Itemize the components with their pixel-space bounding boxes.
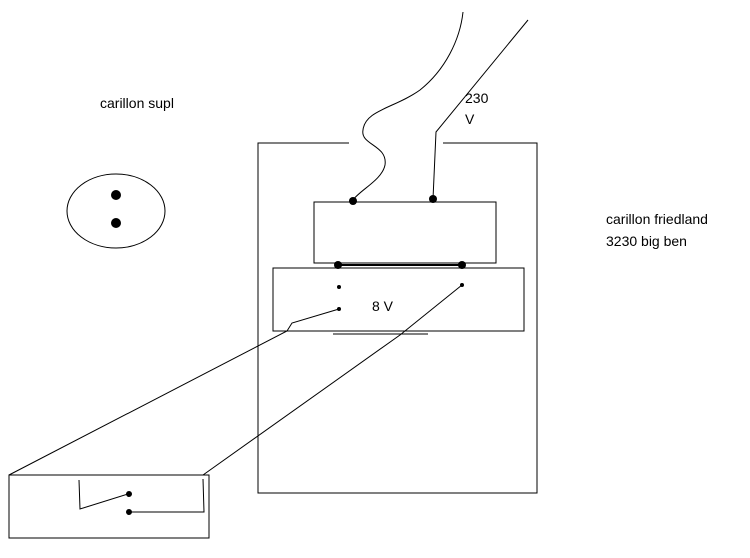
low-voltage-wiring xyxy=(8,284,463,476)
mains-wire-left xyxy=(352,11,464,201)
mains-wire-right xyxy=(432,19,529,200)
transformer-primary-block xyxy=(313,201,497,264)
housing-outline xyxy=(257,142,538,494)
device-name-line-1: carillon friedland xyxy=(606,211,708,227)
transformer-secondary-block xyxy=(272,267,525,332)
bell-wire-left xyxy=(8,308,340,476)
chime-terminal-top xyxy=(111,190,121,200)
push-button-switch xyxy=(8,474,210,539)
voltage-8v-label: 8 V xyxy=(372,298,394,314)
voltage-230-label: 230 xyxy=(465,90,489,106)
switch-box-outline xyxy=(8,474,210,539)
supplementary-chime xyxy=(66,173,166,249)
low-voltage-terminal-1 xyxy=(337,285,341,289)
switch-lever xyxy=(78,479,129,510)
device-name-line-2: 3230 big ben xyxy=(606,233,687,249)
switch-return-wire xyxy=(129,478,205,513)
mains-cable xyxy=(352,11,529,201)
secondary-terminal-right xyxy=(458,261,466,269)
secondary-terminal-left xyxy=(334,261,342,269)
carillon-supl-label: carillon supl xyxy=(100,95,174,111)
voltage-230-unit-label: V xyxy=(465,111,475,127)
bell-wire-right xyxy=(202,284,463,476)
primary-terminal-left xyxy=(349,197,357,205)
chime-speaker-outline xyxy=(66,173,166,249)
main-chime-housing xyxy=(257,142,538,494)
chime-terminal-bottom xyxy=(111,218,121,228)
switch-contact-top xyxy=(126,491,132,497)
primary-terminal-right xyxy=(429,195,437,203)
